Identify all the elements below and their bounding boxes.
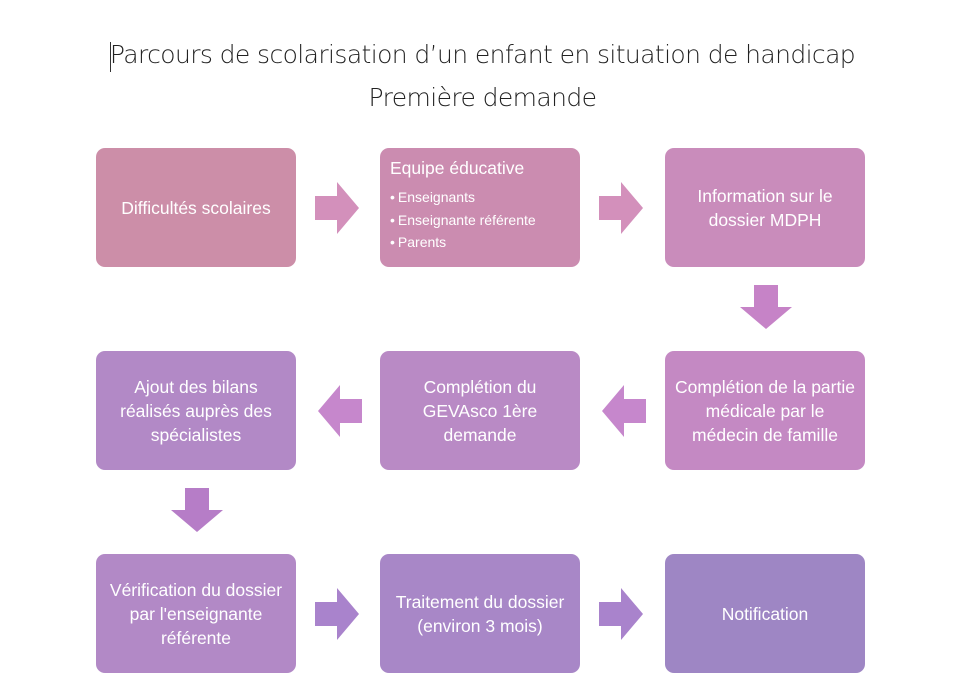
- step-label: Information sur le dossier MDPH: [697, 185, 833, 230]
- step-notification: Notification: [665, 554, 865, 673]
- bullet-item: Enseignante référente: [390, 209, 536, 232]
- step-traitement-dossier: Traitement du dossier (environ 3 mois): [380, 554, 580, 673]
- arrow-right-icon: [315, 182, 359, 234]
- step-label: Complétion du GEVAsco 1ère demande: [422, 376, 538, 445]
- arrow-right-icon: [315, 588, 359, 640]
- step-label: Complétion de la partie médicale par le …: [675, 376, 855, 445]
- step-equipe-educative: Equipe éducative Enseignants Enseignante…: [380, 148, 580, 267]
- step-difficultes-scolaires: Difficultés scolaires: [96, 148, 296, 267]
- diagram-title: Parcours de scolarisation d’un enfant en…: [109, 40, 856, 69]
- arrow-left-icon: [318, 385, 362, 437]
- step-label: Ajout des bilans réalisés auprès des spé…: [120, 376, 272, 445]
- step-ajout-bilans: Ajout des bilans réalisés auprès des spé…: [96, 351, 296, 470]
- step-label: Traitement du dossier (environ 3 mois): [395, 591, 565, 636]
- step-completion-gevasco: Complétion du GEVAsco 1ère demande: [380, 351, 580, 470]
- arrow-right-icon: [599, 588, 643, 640]
- step-completion-medicale: Complétion de la partie médicale par le …: [665, 351, 865, 470]
- bullet-item: Enseignants: [390, 186, 536, 209]
- step-label: Difficultés scolaires: [121, 197, 271, 218]
- step-heading: Equipe éducative: [390, 158, 525, 178]
- diagram-subtitle: Première demande: [368, 83, 598, 112]
- step-bullet-list: Enseignants Enseignante référente Parent…: [390, 186, 536, 254]
- step-information-mdph: Information sur le dossier MDPH: [665, 148, 865, 267]
- step-verification-dossier: Vérification du dossier par l'enseignant…: [96, 554, 296, 673]
- arrow-down-icon: [171, 488, 223, 532]
- text-cursor: [110, 42, 111, 72]
- step-label: Vérification du dossier par l'enseignant…: [109, 579, 283, 648]
- arrow-left-icon: [602, 385, 646, 437]
- arrow-right-icon: [599, 182, 643, 234]
- bullet-item: Parents: [390, 231, 536, 254]
- arrow-down-icon: [740, 285, 792, 329]
- step-label: Notification: [721, 603, 809, 624]
